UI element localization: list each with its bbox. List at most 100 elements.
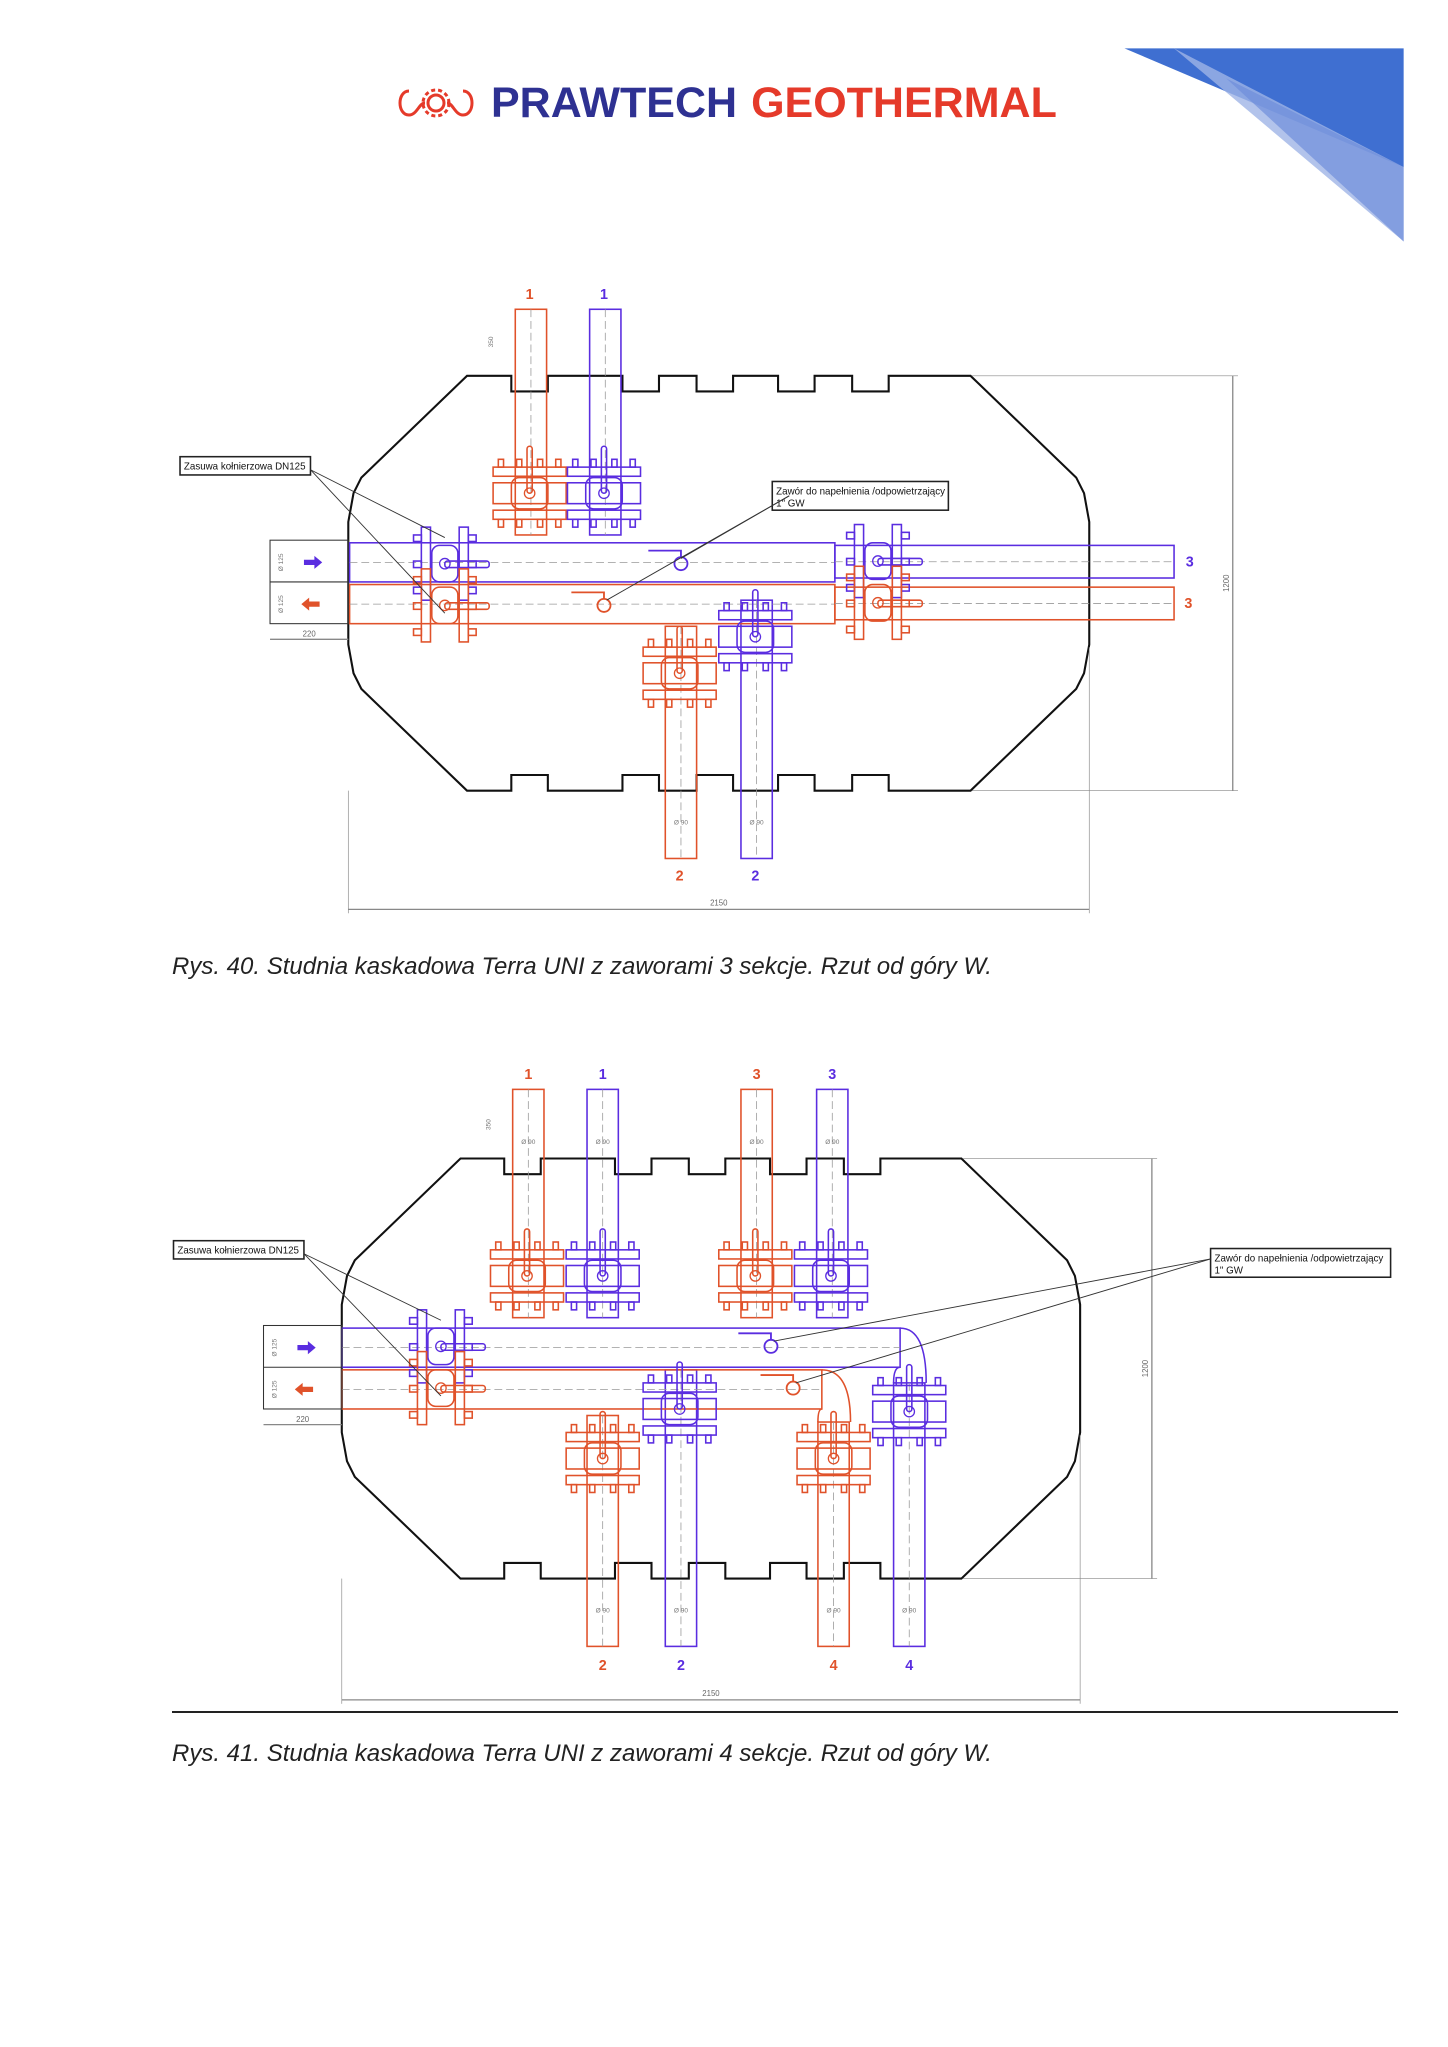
valve-flange [642,662,717,685]
diameter-label: Ø 90 [902,1607,917,1614]
diameter-label: Ø 90 [825,1139,840,1146]
bolt [536,518,544,528]
valve-handle [676,1361,684,1410]
valve-handle [830,1410,837,1460]
valve-stem [872,555,884,567]
bolt [856,1241,864,1251]
gate-valve [565,1410,640,1494]
diameter-label: Ø 90 [750,820,765,827]
valve-flange [489,1249,565,1260]
bolt [463,1358,474,1367]
valve-handle [599,1228,607,1277]
valve-flange [717,1249,793,1260]
bolt [467,560,477,569]
bolt [845,573,856,582]
valve-body [427,1327,455,1366]
bolt [627,1241,635,1251]
flow-in-arrow-icon [297,1341,316,1355]
valve-handle [440,1384,487,1393]
fill-vent-valve [571,591,612,613]
valve-stem [598,487,610,500]
valve-handle [877,599,924,608]
bolt [513,1241,520,1251]
bolt [934,1436,942,1447]
bolt [762,1301,770,1311]
bolt [554,458,562,468]
pipe-number-label: 3 [1184,596,1192,612]
callout-text: 1" GW [1214,1265,1243,1276]
leader-line [303,1253,442,1397]
valve-body [507,1259,547,1293]
callout-text: Zawór do napełnienia /odpowietrzający [1214,1254,1383,1265]
callout-fill-valve: Zawór do napełnienia /odpowietrzający1" … [1209,1247,1392,1279]
bolt [467,586,477,595]
dimension-stub-label: 350 [485,1119,492,1130]
valve-stem [435,1340,447,1353]
bolt [647,698,655,708]
bolt [741,662,749,672]
bolt [845,531,856,540]
dimension-height-label: 1200 [1141,1359,1150,1377]
bolt [704,698,712,708]
valve-flange [565,1292,640,1303]
flow-out-arrow-icon [301,597,320,611]
valve-body [427,1369,455,1408]
valve-flange [565,1447,640,1470]
valve-handle [676,625,684,675]
diameter-label: Ø 90 [827,1607,842,1614]
bolt [845,625,856,634]
callout-text: 1" GW [776,498,805,509]
callout-box [179,455,312,476]
valve-flange [565,1474,640,1486]
valve-handle [751,1228,759,1277]
diameter-label: Ø 125 [278,553,285,571]
dimension-inlet-label: 220 [303,630,317,639]
bolt [412,602,423,611]
leader-line [303,1253,442,1321]
bolt [609,1241,617,1251]
fill-vent-valve [648,549,689,572]
bolt [845,599,856,608]
bolt [408,1358,419,1367]
bolt [609,1483,617,1494]
valve-lever [738,1332,772,1340]
diameter-label: Ø 90 [596,1139,611,1146]
bolt [704,638,712,648]
bolt [801,1423,809,1434]
valve-flange [796,1447,871,1470]
bolt [780,662,788,672]
gate-valve [871,1363,947,1447]
bolt [845,557,856,566]
bolt [408,1316,419,1325]
pipe-elbow [892,1327,927,1383]
bolt [570,1483,578,1494]
chamber-outline [340,1157,1082,1580]
callout-fill-valve: Zawór do napełnienia /odpowietrzający1" … [771,480,950,511]
valve-flange [492,482,567,505]
bolt [627,1423,635,1434]
gate-valve [566,445,642,528]
pipe-number-label: 3 [753,1067,761,1083]
chamber-outline [347,374,1091,792]
bolt [817,1241,824,1251]
bolt [590,518,597,528]
leader-line [606,495,790,601]
valve-body [864,542,892,581]
bolt [838,1301,845,1311]
gate-valve [412,568,490,643]
bolt [571,518,579,528]
bolt [895,1376,903,1387]
pipe-number-label: 2 [599,1658,607,1674]
bolt [463,1316,474,1325]
bolt [513,1301,520,1311]
valve-handle [444,602,490,611]
bolt [588,1423,596,1434]
valve-flange [793,1264,869,1288]
gate-valve [412,526,490,601]
bolt [629,518,637,528]
leader-line [773,1258,1211,1342]
gate-valve [642,625,717,708]
bolt [741,602,749,612]
bolt [741,1241,749,1251]
valve-flange [420,568,432,643]
